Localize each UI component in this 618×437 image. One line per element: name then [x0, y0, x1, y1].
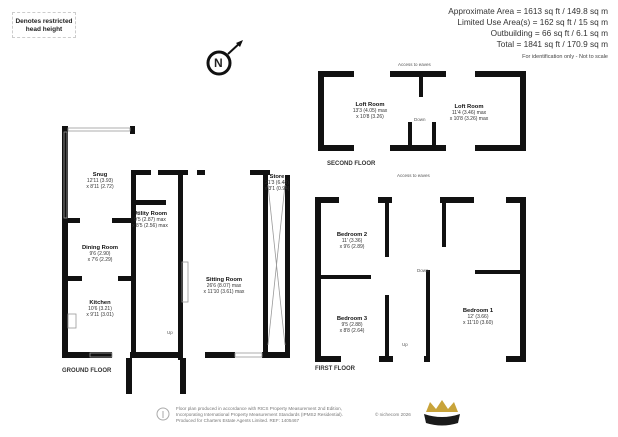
first-floor-walls [315, 197, 526, 362]
first-floor-label: FIRST FLOOR [315, 366, 355, 372]
area-summary: Approximate Area = 1613 sq ft / 149.8 sq… [448, 6, 608, 63]
footer-line2: Incorporating International Property Mea… [176, 412, 343, 417]
total-area: Total = 1841 sq ft / 170.9 sq m [496, 39, 608, 49]
footer-line3: Produced for Charters Estate Agents Limi… [176, 418, 300, 423]
legend-line2: head height [25, 26, 63, 33]
disclaimer: For identification only - Not to scale [522, 54, 608, 60]
approximate-area: Approximate Area = 1613 sq ft / 149.8 sq… [448, 6, 608, 16]
stairs-up-label: Up [167, 330, 173, 335]
limited-use-area: Limited Use Area(s) = 162 sq ft / 15 sq … [457, 17, 608, 27]
first-floor-up-label: Up [402, 342, 408, 347]
legend-line1: Denotes restricted [15, 18, 73, 25]
info-icon [156, 407, 170, 421]
ground-floor-label: GROUND FLOOR [62, 368, 112, 374]
footer-line1: Floor plan produced in accordance with R… [176, 406, 342, 411]
second-floor-walls [318, 71, 526, 151]
compass-letter: N [214, 56, 223, 70]
compass-icon [206, 40, 243, 76]
outbuilding-area: Outbuilding = 66 sq ft / 6.1 sq m [490, 28, 608, 38]
footer-text: Floor plan produced in accordance with R… [176, 406, 343, 424]
second-floor-label: SECOND FLOOR [327, 161, 376, 167]
access-eaves-top: Access to eaves [398, 62, 431, 67]
copyright: © nichecom 2026 [375, 412, 411, 417]
stairs-down-label: Down [414, 117, 426, 122]
first-floor-down-label: Down [417, 268, 429, 273]
ground-floor-walls [62, 126, 290, 394]
access-eaves-bottom: Access to eaves [397, 173, 430, 178]
crown-logo [424, 400, 460, 426]
ground-floor-fixtures [63, 127, 286, 358]
